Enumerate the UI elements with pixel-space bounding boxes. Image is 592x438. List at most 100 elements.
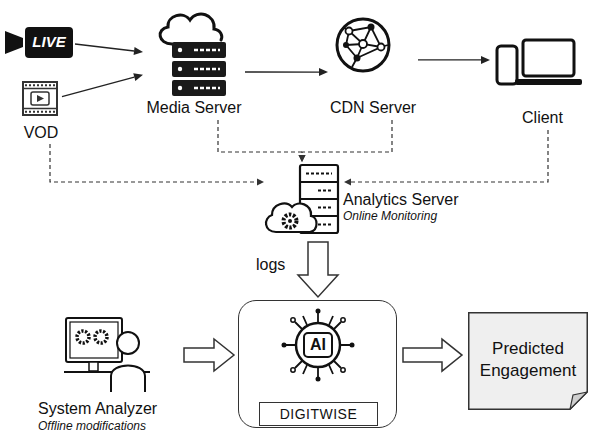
server-label: Analytics Server — [343, 190, 503, 209]
actor-label: System Analyzer — [38, 399, 228, 418]
client-devices-icon — [497, 40, 582, 85]
document-fold — [570, 392, 587, 409]
system-analyzer-node: System AnalyzerOffline modifications — [60, 316, 180, 394]
play-frame — [31, 92, 49, 105]
network-node — [346, 28, 353, 35]
gear — [284, 215, 297, 228]
client-label: Client — [500, 108, 585, 127]
monitor-screen — [70, 322, 118, 358]
network-node — [343, 42, 349, 48]
hollow-arrow — [403, 339, 462, 371]
ray-end — [316, 377, 321, 382]
connector — [298, 242, 338, 297]
rack-divider — [300, 181, 338, 183]
arrowhead — [481, 56, 490, 64]
film-perforation — [25, 111, 56, 113]
vod-node: VOD — [20, 80, 62, 142]
camera-body — [25, 27, 73, 58]
rack-slot — [318, 207, 332, 209]
live-camera-node: LIVE — [5, 18, 75, 62]
film-frame — [23, 82, 57, 115]
network-links — [343, 27, 388, 67]
vod-film-icon — [23, 82, 57, 115]
person-body — [111, 366, 145, 393]
solid-connector — [245, 71, 319, 72]
connector — [75, 44, 143, 55]
server-slot — [194, 68, 220, 71]
connector — [298, 120, 392, 162]
film-perforation — [25, 84, 56, 86]
connector — [50, 144, 264, 185]
dashed-connector — [50, 144, 257, 182]
server-led — [178, 86, 182, 90]
server-slot — [194, 49, 220, 52]
cloud-outline — [266, 204, 316, 232]
live-camera-icon — [5, 27, 73, 58]
chip-rays — [286, 313, 350, 377]
globe-outline — [337, 19, 389, 71]
cdn-server-node: CDN Server — [328, 16, 418, 118]
chip-core — [304, 333, 332, 357]
film-strip-line — [23, 88, 57, 90]
dashed-connector — [302, 120, 392, 155]
laptop-base — [515, 79, 582, 85]
network-node — [378, 44, 385, 51]
client-node: Client — [490, 38, 585, 128]
dashed-connector — [351, 130, 548, 182]
solid-connector — [75, 44, 134, 51]
arrowhead — [344, 178, 351, 185]
arrowhead — [257, 178, 264, 185]
analytics-server-icon — [266, 165, 338, 233]
connector — [62, 73, 143, 96]
rack-slot — [318, 224, 332, 226]
model-name-tag: DIGITWISE — [259, 402, 378, 426]
ray-end — [316, 309, 321, 314]
network-node — [354, 55, 361, 62]
server-unit — [172, 80, 226, 96]
arrowhead — [134, 47, 143, 55]
dashed-connector — [218, 120, 302, 155]
server-led — [178, 48, 182, 52]
network-node — [359, 40, 367, 48]
camera-lens — [5, 31, 23, 54]
edge-label: logs — [256, 255, 300, 274]
media-server-node: Media Server — [143, 10, 245, 118]
connector — [403, 339, 462, 371]
document-outline — [469, 313, 588, 410]
server-label: CDN Server — [318, 98, 428, 117]
play-triangle — [37, 95, 44, 102]
server-led — [178, 67, 182, 71]
actor-subtitle: Offline modifications — [38, 419, 228, 434]
cloud-outline — [160, 14, 222, 44]
live-badge-text: LIVE — [25, 33, 73, 51]
ray-end — [341, 318, 345, 322]
hollow-arrow — [184, 339, 234, 371]
server-unit — [172, 61, 226, 77]
ray-end — [291, 318, 295, 322]
monitor-frame — [66, 318, 122, 362]
network-node — [368, 24, 375, 31]
predicted-engagement-doc: Predicted Engagement — [468, 312, 588, 410]
connector — [418, 56, 490, 64]
gear — [77, 331, 89, 343]
ray-end — [350, 343, 355, 348]
server-subtitle: Online Monitoring — [343, 209, 503, 224]
hollow-arrow — [298, 242, 338, 297]
ai-chip-icon — [282, 309, 355, 382]
analytics-server-node: Analytics ServerOnline Monitoring — [265, 163, 340, 238]
digitwise-box: DIGITWISE — [238, 300, 397, 428]
connector — [245, 68, 328, 76]
phone-outline — [497, 46, 517, 84]
film-strip-line — [23, 108, 57, 110]
laptop-screen — [523, 40, 574, 76]
rack-divider — [300, 198, 338, 200]
server-label: Media Server — [133, 98, 255, 117]
source-label: VOD — [12, 124, 70, 142]
connector — [184, 339, 234, 371]
arrowhead — [133, 73, 143, 81]
solid-connector — [62, 77, 134, 97]
gear — [95, 331, 107, 343]
gear-hub — [288, 219, 292, 223]
cdn-globe-icon — [337, 19, 389, 71]
person-head — [117, 332, 139, 354]
